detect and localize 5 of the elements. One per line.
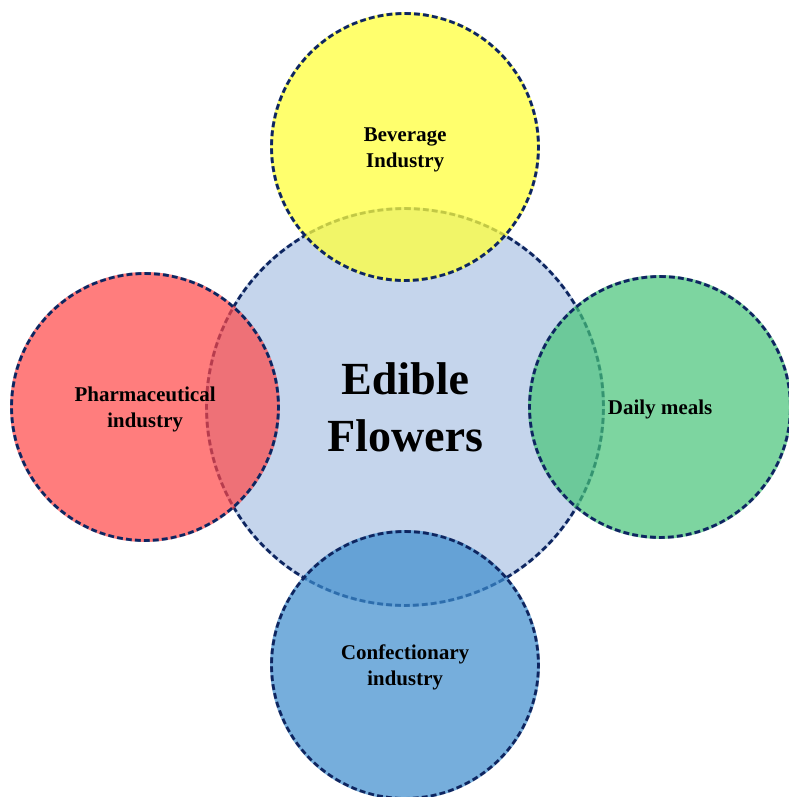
circle-label: Daily meals	[608, 394, 712, 420]
circle-label: Beverage Industry	[362, 120, 448, 174]
circle-label: Edible Flowers	[326, 352, 484, 463]
circle-label: Confectionary industry	[340, 638, 470, 692]
circle-label: Pharmaceutical industry	[73, 380, 217, 434]
